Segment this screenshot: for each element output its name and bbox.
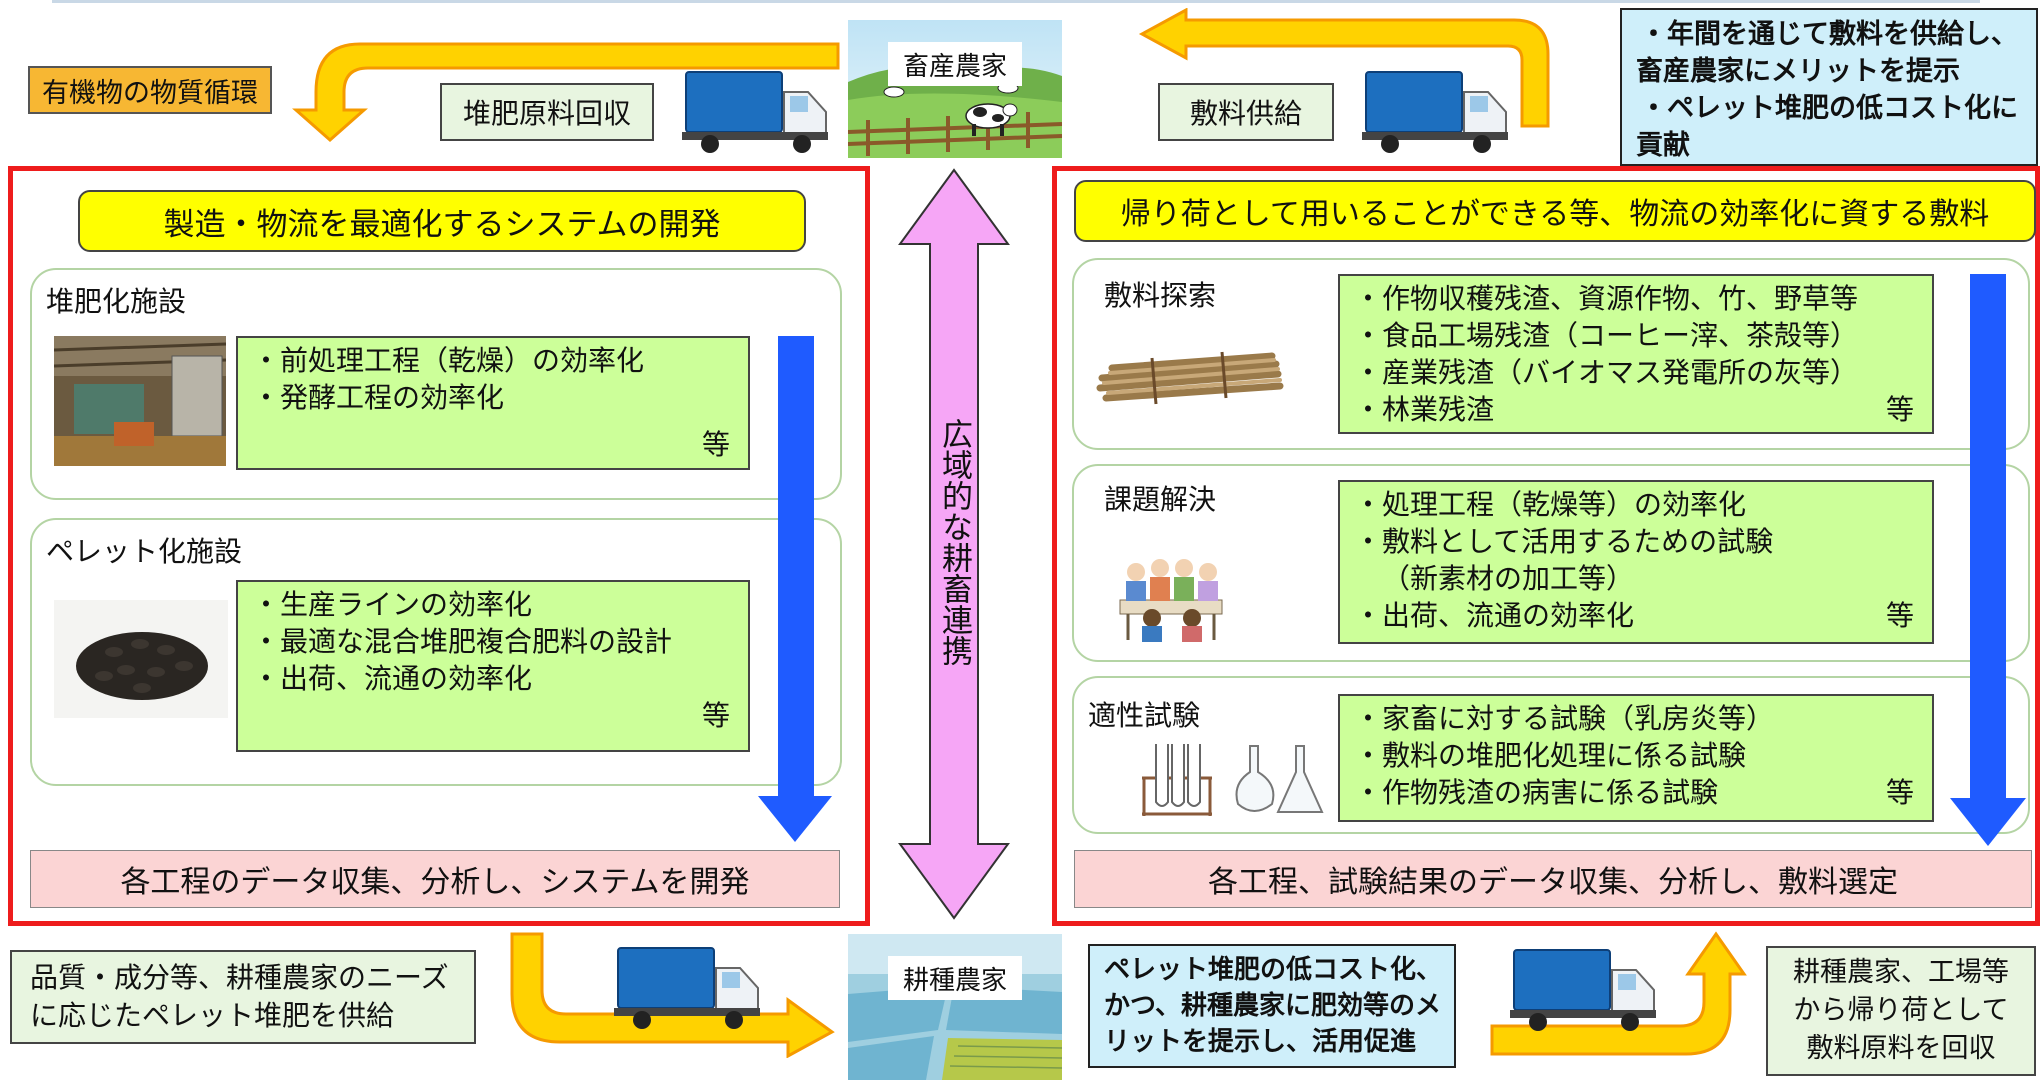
benefit-line: ・ペレット堆肥の低コスト化に <box>1640 93 2018 124</box>
etc-label: 等 <box>701 428 730 461</box>
section-title: 敷料探索 <box>1104 279 1217 312</box>
list-item: ・敷料として活用するための試験 <box>1354 525 1774 558</box>
problem-solving-items: ・処理工程（乾燥等）の効率化 ・敷料として活用するための試験 （新素材の加工等）… <box>1338 480 1934 644</box>
down-arrow-left <box>758 336 832 842</box>
truck-icon <box>614 947 760 1029</box>
etc-label: 等 <box>1885 599 1914 632</box>
list-item: （新素材の加工等） <box>1382 562 1635 595</box>
promo-line: ペレット堆肥の低コスト化、 <box>1104 955 1443 985</box>
cycle-label: 有機物の物質循環 <box>28 66 272 114</box>
list-item: ・出荷、流通の効率化 <box>1354 599 1635 632</box>
return-line: から帰り荷として <box>1793 995 2009 1026</box>
truck-icon <box>682 71 828 153</box>
truck-icon <box>1510 949 1656 1031</box>
down-arrow-right <box>1950 274 2026 846</box>
promotion-note: ペレット堆肥の低コスト化、 かつ、耕種農家に肥効等のメ リットを提示し、活用促進 <box>1088 944 1456 1068</box>
right-panel-footer: 各工程、試験結果のデータ収集、分析し、敷料選定 <box>1074 850 2032 908</box>
lab-glassware-illustration <box>1138 738 1324 818</box>
cycle-arrow-top-left <box>292 42 840 142</box>
section-title: 適性試験 <box>1088 699 1201 732</box>
section-title: 堆肥化施設 <box>46 285 187 318</box>
promo-line: かつ、耕種農家に肥効等のメ <box>1104 991 1441 1021</box>
feed-supply-label: 敷料供給 <box>1158 83 1334 141</box>
supply-line: 品質・成分等、耕種農家のニーズ <box>30 961 449 994</box>
list-item: ・林業残渣 <box>1354 393 1495 426</box>
compost-facility-image <box>53 336 227 466</box>
supply-line: に応じたペレット堆肥を供給 <box>30 999 395 1032</box>
left-panel-footer: 各工程のデータ収集、分析し、システムを開発 <box>30 850 840 908</box>
left-panel-header: 製造・物流を最適化するシステムの開発 <box>78 190 806 252</box>
bedding-search-items: ・作物収穫残渣、資源作物、竹、野草等 ・食品工場残渣（コーヒー滓、茶殻等） ・産… <box>1338 274 1934 434</box>
etc-label: 等 <box>1885 393 1914 426</box>
benefit-line: ・年間を通じて敷料を供給し、 <box>1640 19 2018 50</box>
vertical-label-text: 広域的な耕畜連携 <box>936 418 972 666</box>
livestock-farm-label: 畜産農家 <box>888 42 1022 86</box>
pellet-facility-items: ・生産ラインの効率化 ・最適な混合堆肥複合肥料の設計 ・出荷、流通の効率化 等 <box>236 580 750 752</box>
list-item: ・敷料の堆肥化処理に係る試験 <box>1354 739 1747 772</box>
section-title: ペレット化施設 <box>46 535 243 568</box>
meeting-illustration <box>1114 546 1228 642</box>
section-title: 課題解決 <box>1104 483 1217 516</box>
list-item: ・食品工場残渣（コーヒー滓、茶殻等） <box>1354 319 1859 352</box>
list-item: ・作物収穫残渣、資源作物、竹、野草等 <box>1354 282 1859 315</box>
list-item: ・最適な混合堆肥複合肥料の設計 <box>252 625 673 658</box>
return-note: 耕種農家、工場等 から帰り荷として 敷料原料を回収 <box>1766 946 2036 1076</box>
list-item: ・前処理工程（乾燥）の効率化 <box>252 344 645 377</box>
right-panel-header: 帰り荷として用いることができる等、物流の効率化に資する敷料 <box>1074 180 2036 242</box>
livestock-farm-image: 畜産農家 <box>848 20 1062 158</box>
list-item: ・家畜に対する試験（乳房炎等） <box>1354 702 1775 735</box>
double-arrow <box>898 168 1010 920</box>
compost-facility-items: ・前処理工程（乾燥）の効率化 ・発酵工程の効率化 等 <box>236 336 750 470</box>
etc-label: 等 <box>1885 776 1914 809</box>
cycle-arrow-top-right <box>1138 8 1550 128</box>
benefit-note: ・年間を通じて敷料を供給し、 畜産農家にメリットを提示 ・ペレット堆肥の低コスト… <box>1620 8 2038 166</box>
list-item: ・生産ラインの効率化 <box>252 588 533 621</box>
crop-farm-image: 耕種農家 <box>848 934 1062 1080</box>
list-item: ・産業残渣（バイオマス発電所の灰等） <box>1354 356 1859 389</box>
vertical-link-label: 広域的な耕畜連携 <box>934 418 974 675</box>
supply-note: 品質・成分等、耕種農家のニーズ に応じたペレット堆肥を供給 <box>10 950 476 1044</box>
supply-arrow-bottom-left <box>510 932 835 1058</box>
top-rule <box>52 0 1980 3</box>
pellet-image <box>54 600 228 718</box>
list-item: ・発酵工程の効率化 <box>252 381 505 414</box>
truck-icon <box>1362 71 1508 153</box>
etc-label: 等 <box>701 699 730 732</box>
bamboo-bundle-image <box>1092 334 1286 414</box>
crop-farm-label: 耕種農家 <box>888 956 1022 1000</box>
benefit-line: 貢献 <box>1636 130 1690 161</box>
promo-line: リットを提示し、活用促進 <box>1104 1027 1417 1057</box>
suitability-test-items: ・家畜に対する試験（乳房炎等） ・敷料の堆肥化処理に係る試験 ・作物残渣の病害に… <box>1338 694 1934 822</box>
list-item: ・出荷、流通の効率化 <box>252 662 533 695</box>
return-line: 耕種農家、工場等 <box>1793 957 2009 988</box>
compost-collect-label: 堆肥原料回収 <box>440 83 654 141</box>
list-item: ・作物残渣の病害に係る試験 <box>1354 776 1719 809</box>
return-line: 敷料原料を回収 <box>1806 1033 1996 1064</box>
return-arrow-bottom-right <box>1490 931 1747 1056</box>
list-item: ・処理工程（乾燥等）の効率化 <box>1354 488 1747 521</box>
benefit-line: 畜産農家にメリットを提示 <box>1636 56 1960 87</box>
